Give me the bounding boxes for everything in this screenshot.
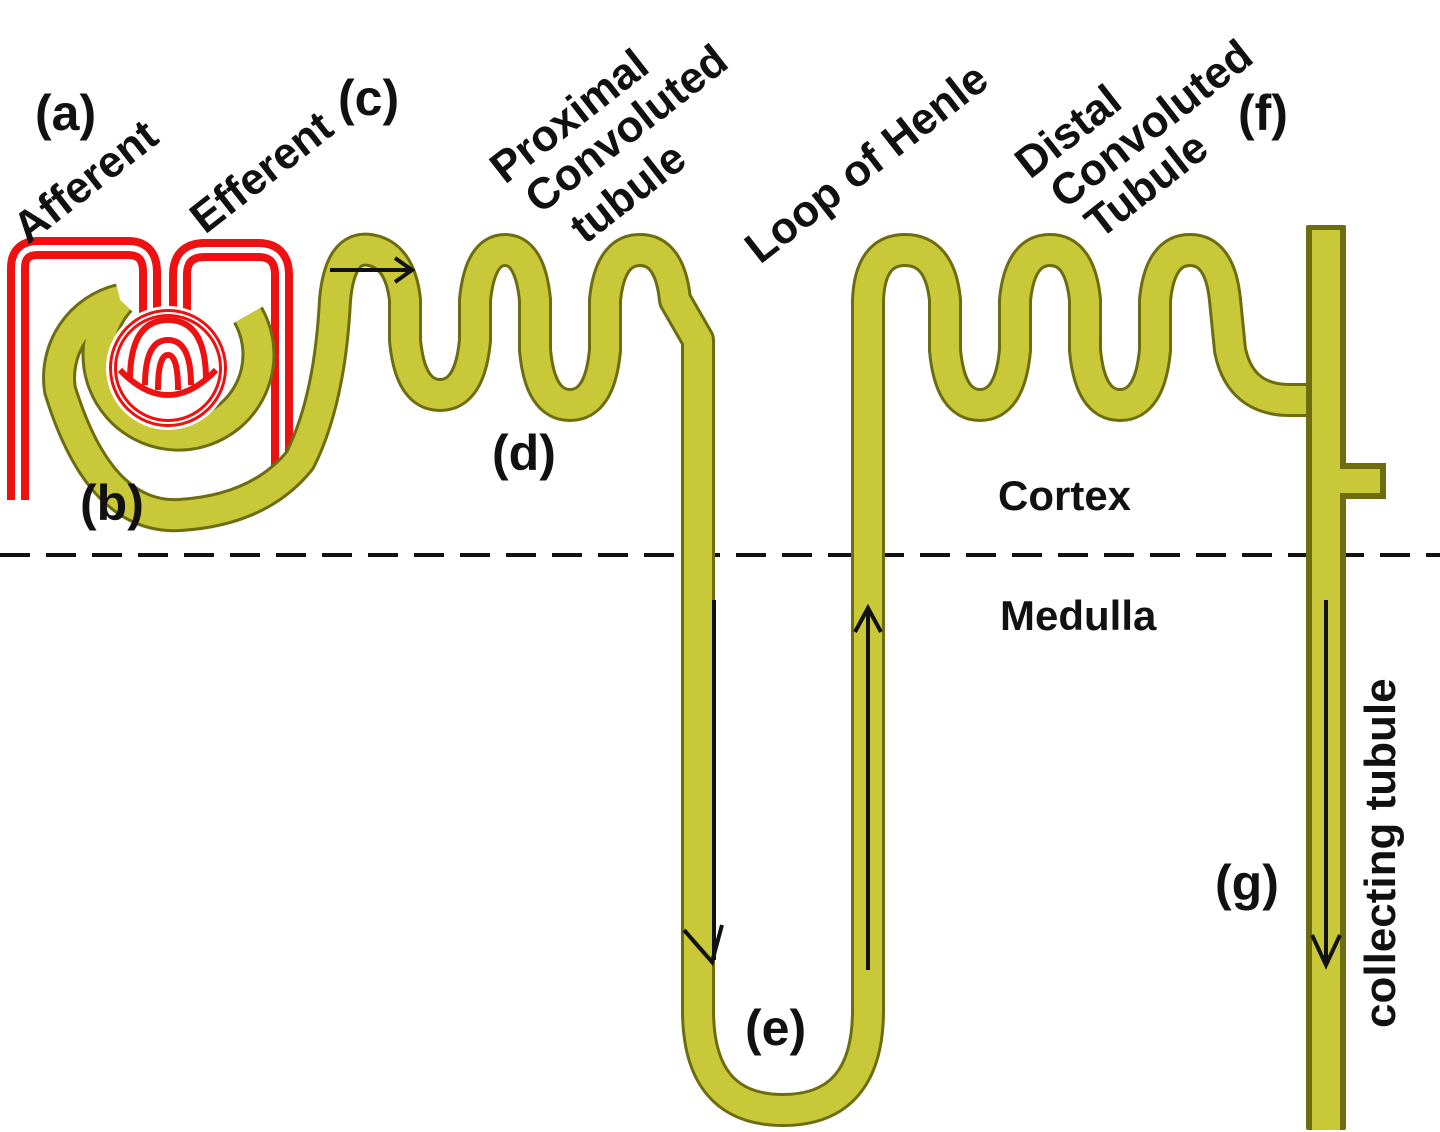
flow-arrows: [330, 256, 1342, 970]
label-medulla: Medulla: [1000, 592, 1157, 639]
label-d: (d): [492, 425, 556, 481]
label-cortex: Cortex: [998, 472, 1132, 519]
label-collecting-tubule: collecting tubule: [1356, 678, 1405, 1028]
label-g: (g): [1215, 855, 1279, 911]
label-b: (b): [80, 475, 144, 531]
glomerulus: [106, 306, 230, 430]
label-c: (c): [338, 70, 399, 126]
label-loop-of-henle: Loop of Henle: [736, 54, 997, 273]
afferent-arteriole: [7, 237, 161, 500]
label-a: (a): [35, 85, 96, 141]
efferent-arteriole: [169, 239, 293, 480]
label-e: (e): [745, 1000, 806, 1056]
label-efferent: Efferent: [181, 102, 342, 243]
bowmans-capsule-and-tubule: [42, 232, 1325, 1127]
label-f: (f): [1238, 85, 1288, 141]
